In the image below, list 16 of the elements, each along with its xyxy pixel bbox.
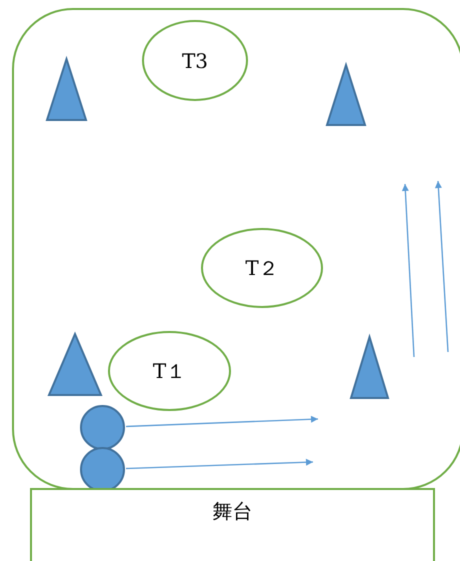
cone-marker xyxy=(350,336,389,399)
ellipse-label: T２ xyxy=(245,254,279,282)
label-ellipse xyxy=(108,331,231,411)
label-ellipse xyxy=(201,228,323,308)
play-area xyxy=(12,8,460,490)
cone-marker xyxy=(48,333,102,396)
stage-label: 舞台 xyxy=(212,498,252,524)
player-circle xyxy=(80,405,125,450)
stage-box xyxy=(30,488,435,561)
label-ellipse xyxy=(142,20,248,101)
cone-marker xyxy=(46,58,87,121)
arrow xyxy=(126,416,318,428)
ellipse-label: T１ xyxy=(152,358,186,384)
ellipse-label: T3 xyxy=(182,48,208,72)
arrow xyxy=(126,458,314,470)
cone-marker xyxy=(326,64,366,126)
